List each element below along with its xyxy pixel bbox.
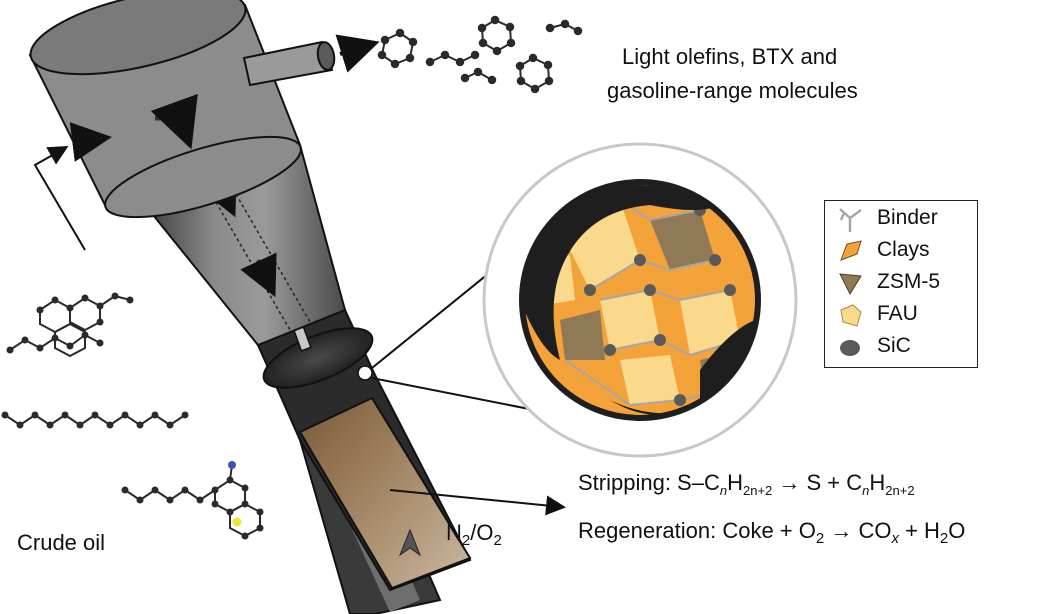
- stripping-h2: H: [869, 470, 886, 495]
- gas-label-slash: /O: [470, 520, 494, 545]
- regeneration-o-sub: 2: [815, 530, 825, 547]
- stripping-equation: Stripping: S–CnH2n+2 → S + CnH2n+2: [578, 470, 915, 498]
- product-arrow: [335, 34, 380, 73]
- legend-label-clays: Clays: [877, 238, 930, 261]
- catalyst-particle: [482, 142, 798, 458]
- gas-label: N2/O2: [446, 520, 502, 549]
- regeneration-h-sub: 2: [939, 530, 949, 547]
- stripping-sub2: 2n+2: [885, 483, 915, 498]
- stripping-n2: n: [862, 483, 870, 498]
- regeneration-x-sub: x: [891, 530, 899, 547]
- clay-icon: [840, 240, 862, 261]
- legend-item-zsm5: ZSM-5: [825, 267, 975, 297]
- feed-molecules: [4, 294, 261, 538]
- stripping-sub1: 2n+2: [742, 483, 773, 498]
- regeneration-prefix: Regeneration: Coke + O: [578, 518, 816, 543]
- zsm5-icon: [839, 273, 862, 296]
- feed-label: Crude oil: [17, 530, 106, 555]
- legend-label-binder: Binder: [877, 206, 938, 229]
- regeneration-equation: Regeneration: Coke + O2 → COx + H2O: [578, 518, 965, 547]
- legend: Binder Clays ZSM-5 FAU SiC: [824, 200, 978, 368]
- separator-vessel: [28, 0, 336, 219]
- equation-arrow: [389, 489, 566, 516]
- legend-item-fau: FAU: [825, 299, 975, 329]
- legend-item-binder: Binder: [825, 203, 975, 233]
- stripping-prefix: Stripping: S–C: [578, 470, 720, 495]
- legend-label-fau: FAU: [877, 302, 918, 325]
- stripping-h1: H: [727, 470, 743, 495]
- regenerator-vessel: [256, 308, 472, 592]
- gas-label-sub: 2: [461, 532, 471, 549]
- fau-icon: [840, 304, 862, 327]
- legend-item-sic: SiC: [825, 331, 975, 361]
- products-label-line2: gasoline-range molecules: [607, 78, 858, 103]
- legend-item-clays: Clays: [825, 235, 975, 265]
- stripping-middle: → S + C: [772, 470, 863, 495]
- products-label-line1: Light olefins, BTX and: [622, 44, 838, 69]
- binder-icon: [839, 208, 862, 232]
- product-molecules: [377, 15, 583, 94]
- regeneration-middle: → CO: [824, 518, 892, 543]
- stripping-n1: n: [719, 483, 728, 498]
- legend-label-zsm5: ZSM-5: [877, 270, 940, 293]
- sic-icon: [840, 340, 860, 356]
- recycle-arrow: [33, 146, 86, 251]
- regeneration-tail: O: [948, 518, 966, 543]
- magnifier-anchor: [357, 365, 373, 381]
- gas-label-base: N: [446, 520, 462, 545]
- legend-label-sic: SiC: [877, 334, 911, 357]
- gas-label-sub2: 2: [493, 532, 502, 549]
- feed-atoms: [1, 292, 264, 540]
- regeneration-plus: + H: [898, 518, 940, 543]
- flow-arrow-icon: [398, 528, 422, 557]
